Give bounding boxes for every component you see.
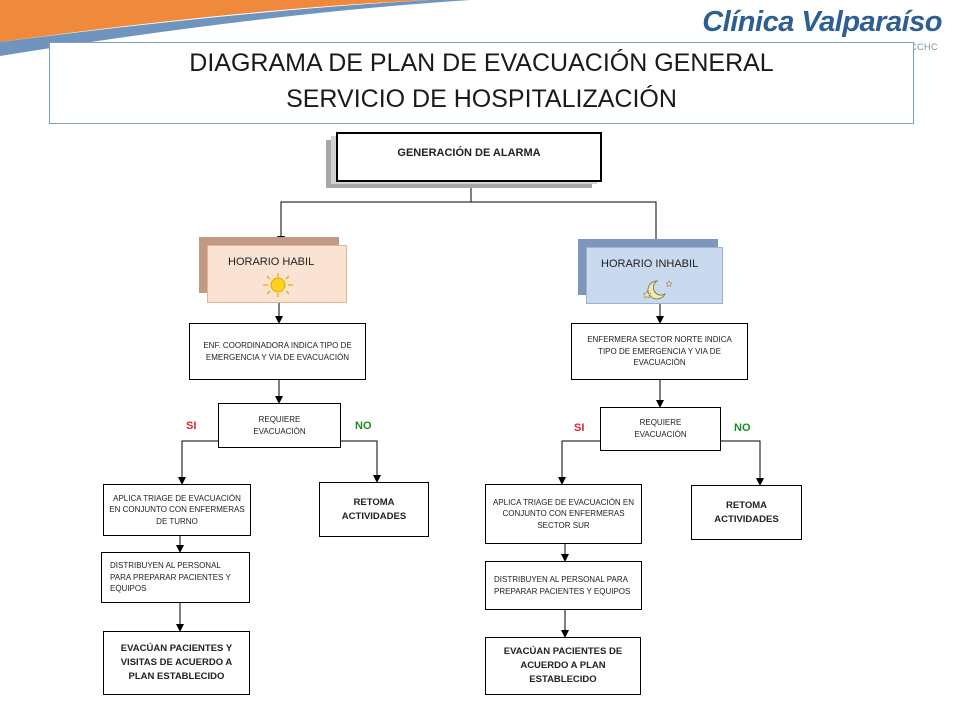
- sun-icon: [263, 273, 293, 297]
- left-distribute-node: DISTRIBUYEN AL PERSONAL PARA PREPARAR PA…: [101, 552, 250, 603]
- right-decision-text: REQUIERE EVACUACIÓN: [634, 418, 687, 439]
- left-evacuate-text: EVACÚAN PACIENTES Y VISITAS DE ACUERDO A…: [120, 643, 233, 682]
- right-evacuate-node: EVACÚAN PACIENTES DE ACUERDO A PLAN ESTA…: [485, 637, 641, 695]
- left-evacuate-node: EVACÚAN PACIENTES Y VISITAS DE ACUERDO A…: [103, 631, 250, 695]
- inhabil-label: HORARIO INHABIL: [601, 258, 699, 270]
- connector-right-si: [558, 440, 600, 485]
- left-coordinator-node: ENF. COORDINADORA INDICA TIPO DE EMERGEN…: [189, 323, 366, 380]
- left-no-label: NO: [355, 420, 372, 432]
- alarm-label: GENERACIÓN DE ALARMA: [397, 147, 541, 159]
- right-no-label: NO: [734, 422, 751, 434]
- left-resume-text: RETOMA ACTIVIDADES: [341, 496, 407, 522]
- right-coordinator-node: ENFERMERA SECTOR NORTE INDICA TIPO DE EM…: [571, 323, 748, 380]
- connector-right-no: [721, 440, 764, 486]
- right-distribute-text: DISTRIBUYEN AL PERSONAL PARA PREPARAR PA…: [494, 574, 631, 596]
- right-si-label: SI: [574, 422, 585, 434]
- page-subtitle: SERVICIO DE HOSPITALIZACIÓN: [286, 85, 677, 113]
- left-decision-text: REQUIERE EVACUACIÓN: [253, 414, 306, 436]
- right-resume-node: RETOMA ACTIVIDADES: [691, 485, 802, 540]
- moon-icon: [642, 280, 673, 300]
- left-triage-node: APLICA TRIAGE DE EVACUACIÓN EN CONJUNTO …: [103, 484, 251, 536]
- alarm-node: GENERACIÓN DE ALARMA: [336, 132, 602, 182]
- connector-alarm-right: [471, 201, 660, 248]
- title-box: DIAGRAMA DE PLAN DE EVACUACIÓN GENERAL S…: [49, 42, 914, 124]
- left-triage-text: APLICA TRIAGE DE EVACUACIÓN EN CONJUNTO …: [109, 493, 245, 526]
- habil-label: HORARIO HABIL: [228, 256, 315, 268]
- left-coordinator-text: ENF. COORDINADORA INDICA TIPO DE EMERGEN…: [203, 340, 352, 362]
- right-decision-node: REQUIERE EVACUACIÓN: [600, 407, 721, 451]
- right-coordinator-text: ENFERMERA SECTOR NORTE INDICA TIPO DE EM…: [587, 335, 732, 368]
- right-distribute-node: DISTRIBUYEN AL PERSONAL PARA PREPARAR PA…: [485, 561, 642, 610]
- header-band-decoration: [0, 0, 470, 56]
- connector-left-si: [178, 440, 218, 485]
- right-evacuate-text: EVACÚAN PACIENTES DE ACUERDO A PLAN ESTA…: [503, 646, 623, 685]
- right-triage-node: APLICA TRIAGE DE EVACUACIÓN EN CONJUNTO …: [485, 484, 642, 544]
- left-si-label: SI: [186, 420, 197, 432]
- connector-alarm-left: [277, 201, 471, 244]
- habil-node: HORARIO HABIL: [207, 245, 347, 303]
- page-title: DIAGRAMA DE PLAN DE EVACUACIÓN GENERAL: [189, 49, 774, 77]
- connector-left-no: [341, 440, 381, 483]
- right-resume-text: RETOMA ACTIVIDADES: [714, 499, 779, 525]
- left-distribute-text: DISTRIBUYEN AL PERSONAL PARA PREPARAR PA…: [110, 561, 231, 594]
- orange-band: [0, 0, 430, 42]
- right-triage-text: APLICA TRIAGE DE EVACUACIÓN EN CONJUNTO …: [492, 497, 635, 530]
- clinic-logo: Clínica Valparaíso: [702, 6, 942, 38]
- left-resume-node: RETOMA ACTIVIDADES: [319, 482, 429, 537]
- left-decision-node: REQUIERE EVACUACIÓN: [218, 403, 341, 448]
- inhabil-node: HORARIO INHABIL: [586, 247, 723, 304]
